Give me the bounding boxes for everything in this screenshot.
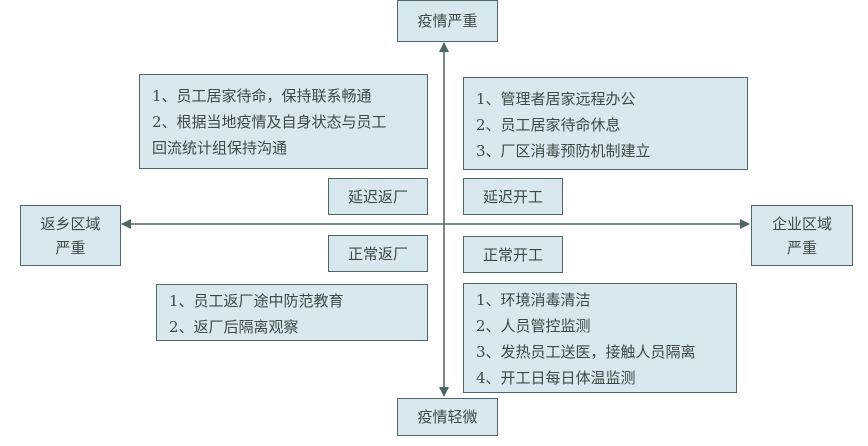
axis-left-label-1: 返乡区域 (40, 214, 101, 233)
list-item: 1、管理者居家远程办公 (476, 90, 636, 108)
normal-work-box: 正常开工 (463, 236, 563, 273)
axis-right-label-2: 严重 (786, 238, 817, 257)
axis-right-label-1: 企业区域 (771, 214, 832, 233)
list-item: 2、根据当地疫情及自身状态与员工 (152, 113, 387, 131)
axis-left-label-2: 严重 (55, 238, 86, 257)
delay-return-label: 延迟返厂 (347, 187, 408, 206)
axis-right-box: 企业区域 严重 (751, 205, 853, 266)
axis-top-label: 疫情严重 (417, 12, 478, 30)
normal-return-label: 正常返厂 (347, 244, 408, 263)
axis-left-box: 返乡区域 严重 (20, 205, 121, 266)
normal-return-box: 正常返厂 (328, 235, 428, 272)
quadrant-top-left: 1、员工居家待命，保持联系畅通 2、根据当地疫情及自身状态与员工 回流统计组保持… (139, 74, 428, 169)
list-item: 1、环境消毒清洁 (476, 291, 591, 309)
list-item: 1、员工居家待命，保持联系畅通 (152, 87, 372, 105)
axis-top-box: 疫情严重 (397, 0, 498, 42)
delay-return-box: 延迟返厂 (328, 178, 428, 215)
list-item: 1、员工返厂途中防范教育 (169, 292, 344, 310)
list-item: 回流统计组保持沟通 (152, 139, 288, 157)
quadrant-bottom-right: 1、环境消毒清洁 2、人员管控监测 3、发热员工送医，接触人员隔离 4、开工日每… (463, 283, 737, 393)
list-item: 2、返厂后隔离观察 (169, 318, 299, 336)
list-item: 3、厂区消毒预防机制建立 (476, 142, 651, 160)
quadrant-top-right: 1、管理者居家远程办公 2、员工居家待命休息 3、厂区消毒预防机制建立 (463, 77, 748, 170)
list-item: 2、人员管控监测 (476, 317, 591, 335)
delay-work-box: 延迟开工 (463, 178, 563, 215)
list-item: 4、开工日每日体温监测 (476, 369, 636, 387)
axis-bottom-label: 疫情轻微 (417, 408, 478, 426)
list-item: 3、发热员工送医，接触人员隔离 (476, 343, 696, 361)
delay-work-label: 延迟开工 (482, 187, 543, 206)
list-item: 2、员工居家待命休息 (476, 116, 621, 134)
normal-work-label: 正常开工 (482, 245, 543, 264)
quadrant-bottom-left: 1、员工返厂途中防范教育 2、返厂后隔离观察 (156, 284, 428, 341)
axis-bottom-box: 疫情轻微 (397, 398, 498, 436)
